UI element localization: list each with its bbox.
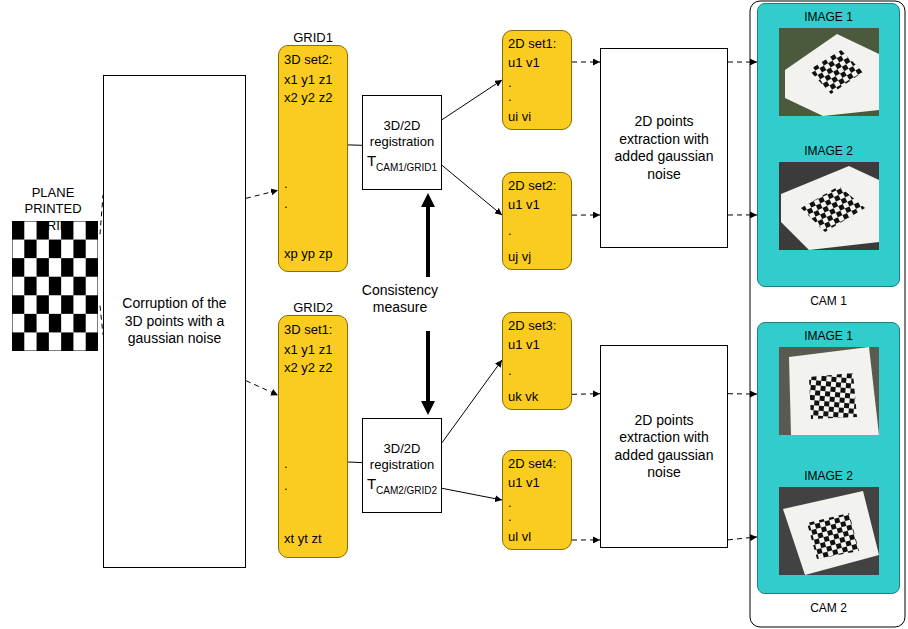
node-text: 2D set4: [508, 456, 556, 472]
dashed-connector [728, 393, 757, 394]
connector [442, 488, 502, 500]
node-text: GRID2 [279, 300, 347, 316]
connector [442, 360, 502, 443]
node-text: uk vk [508, 389, 538, 405]
node-text: CAM 1 [758, 294, 899, 309]
node-text: 3D set1: [284, 322, 332, 338]
registration-box: 3D/2D registrationTCAM2/GRID2 [362, 418, 442, 513]
node-text: xp yp zp [284, 246, 332, 262]
node-text: . [508, 223, 512, 239]
node-text: 3D/2D registration [363, 441, 441, 474]
process-box: Corruption of the 3D points with a gauss… [103, 75, 246, 568]
connector [348, 144, 362, 145]
node-text: uj vj [508, 249, 531, 265]
node-text: CAM1/GRID1 [376, 162, 437, 175]
node-text: IMAGE 2 [758, 469, 899, 484]
checkerboard-grid [12, 221, 98, 351]
node-text: x1 y1 z1 [284, 342, 332, 358]
node-text: CAM 2 [758, 601, 899, 616]
node-text: u1 v1 [508, 475, 540, 491]
connector [442, 165, 502, 215]
node-text: 2D set2: [508, 178, 556, 194]
node-text: . [508, 89, 512, 105]
dashed-connector [572, 62, 600, 63]
point-set-box: 2D set4: u1 v1.. ul vl [502, 450, 572, 550]
node-text: IMAGE 2 [758, 144, 899, 159]
node-text: x2 y2 z2 [284, 360, 332, 376]
camera-photo [779, 487, 879, 575]
point-set-box: 2D set3: u1 v1. uk vk [502, 312, 572, 410]
node-text: 2D set3: [508, 318, 556, 334]
node-text: 3D set2: [284, 52, 332, 68]
node-text: IMAGE 1 [758, 10, 899, 25]
dashed-connector [572, 539, 600, 540]
node-text: 3D/2D registration [363, 118, 441, 151]
camera-photo [779, 162, 879, 250]
dashed-connector [728, 214, 757, 215]
point-set-box: 2D set1: u1 v1.. ui vi [502, 30, 572, 130]
node-text: . [284, 196, 288, 212]
point-set-box: 2D set2: u1 v1. uj vj [502, 172, 572, 270]
connector [348, 462, 362, 464]
registration-box: 3D/2D registrationTCAM1/GRID1 [362, 95, 442, 190]
node-text: . [508, 509, 512, 525]
dashed-connector [572, 393, 600, 395]
dashed-connector [728, 537, 757, 540]
node-text: 2D points extraction with added gaussian… [601, 113, 727, 183]
camera-frame [750, 1, 905, 627]
point-set-box: GRID13D set2:x1 y1 z1x2 y2 z2..xp yp zp [278, 45, 348, 272]
camera-panel: IMAGE 1IMAGE 2CAM 1 [757, 3, 900, 287]
process-box: 2D points extraction with added gaussian… [600, 345, 728, 548]
connector [442, 80, 502, 120]
node-text: u1 v1 [508, 197, 540, 213]
process-box: 2D points extraction with added gaussian… [600, 48, 728, 248]
camera-panel: IMAGE 1IMAGE 2CAM 2 [757, 322, 900, 594]
node-text: 2D set1: [508, 36, 556, 52]
dashed-connector [728, 62, 757, 63]
node-text: . [508, 363, 512, 379]
annotation-label: Consistency measure [352, 282, 448, 316]
node-text: . [284, 456, 288, 472]
node-text: . [508, 75, 512, 91]
node-text: Corruption of the 3D points with a gauss… [104, 295, 245, 348]
node-text: xt yt zt [284, 531, 322, 547]
dashed-connector [246, 190, 278, 198]
dashed-connector [246, 381, 278, 396]
node-text: . [284, 176, 288, 192]
node-text: ul vl [508, 529, 531, 545]
node-text: CAM2/GRID2 [376, 485, 437, 498]
dashed-connector [572, 215, 600, 216]
node-text: u1 v1 [508, 55, 540, 71]
grid-illustration: PLANE PRINTED GRID [6, 185, 100, 355]
node-text: IMAGE 1 [758, 329, 899, 344]
node-text: x2 y2 z2 [284, 90, 332, 106]
node-text: . [508, 495, 512, 511]
node-text: . [284, 478, 288, 494]
node-text: 2D points extraction with added gaussian… [601, 412, 727, 482]
camera-photo [779, 28, 879, 116]
node-text: PLANE PRINTED GRID [6, 185, 100, 234]
node-text: T [367, 475, 376, 494]
node-text: ui vi [508, 109, 531, 125]
point-set-box: GRID23D set1:x1 y1 z1x2 y2 z2..xt yt zt [278, 315, 348, 558]
node-text: GRID1 [279, 30, 347, 46]
node-text: u1 v1 [508, 337, 540, 353]
node-text: x1 y1 z1 [284, 72, 332, 88]
camera-photo [779, 347, 879, 435]
node-text: T [367, 152, 376, 171]
